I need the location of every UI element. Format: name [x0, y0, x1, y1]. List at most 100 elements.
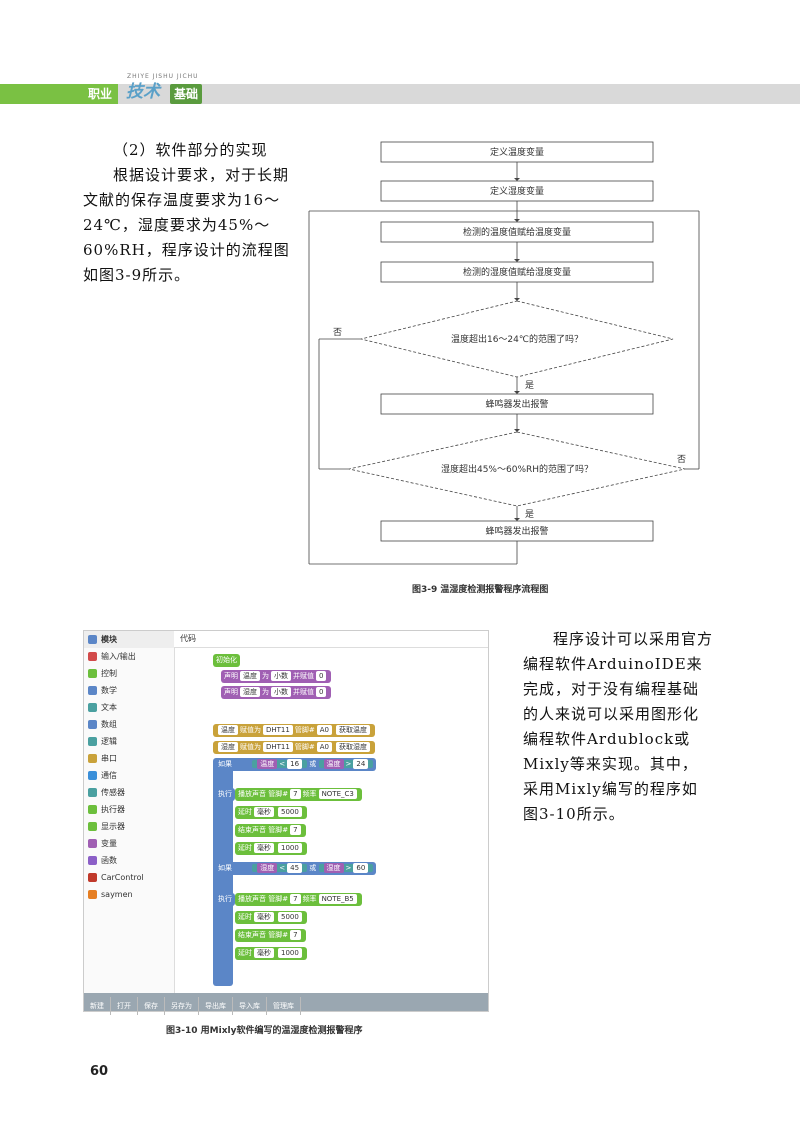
sidebar-item-label: 逻辑 — [101, 737, 117, 746]
sidebar-item-category[interactable]: 串口 — [84, 750, 174, 767]
block-if-2[interactable]: 如果 湿度<45 或 湿度>60 — [215, 862, 377, 875]
flow-step-4: 检测的湿度值赋给湿度变量 — [463, 266, 571, 278]
sidebar-item-label: 函数 — [101, 856, 117, 865]
sidebar-item-label: 数组 — [101, 720, 117, 729]
header-left-text: 职业 — [88, 87, 113, 101]
section-heading: （2）软件部分的实现 — [113, 141, 268, 159]
bottom-button[interactable]: 打开 — [111, 997, 138, 1015]
mixly-sidebar: 模块 输入/输出控制数学文本数组逻辑串口通信传感器执行器显示器变量函数 CarCo… — [84, 631, 175, 1011]
flow-step-3: 检测的温度值赋给温度变量 — [463, 226, 571, 238]
sidebar-item-category[interactable]: 逻辑 — [84, 733, 174, 750]
sidebar-item-category[interactable]: 显示器 — [84, 818, 174, 835]
sidebar-item-category[interactable]: 执行器 — [84, 801, 174, 818]
category-icon — [88, 720, 97, 729]
exec-label-2: 执行 — [215, 893, 235, 906]
sidebar-item-label: 数学 — [101, 686, 117, 695]
sidebar-item-label: 执行器 — [101, 805, 125, 814]
header-subtitle: ZHIYE JISHU JICHU — [127, 73, 199, 80]
sidebar-item-label: 通信 — [101, 771, 117, 780]
figure-3-9-caption: 图3-9 温湿度检测报警程序流程图 — [412, 585, 549, 595]
category-icon — [88, 839, 97, 848]
mixly-code-tab[interactable]: 代码 — [180, 634, 196, 643]
sidebar-item-category[interactable]: 数学 — [84, 682, 174, 699]
flow-alarm-2: 蜂鸣器发出报警 — [485, 525, 548, 537]
section-body: 根据设计要求，对于长期文献的保存温度要求为16～24℃，湿度要求为45%～60%… — [83, 166, 290, 284]
category-icon — [88, 771, 97, 780]
header-green-tab — [0, 84, 118, 104]
sidebar-item-category[interactable]: 输入/输出 — [84, 648, 174, 665]
header-right-text: 基础 — [170, 84, 203, 104]
page-number: 60 — [90, 1064, 109, 1079]
flow-alarm-1: 蜂鸣器发出报警 — [485, 398, 548, 410]
category-icon — [88, 669, 97, 678]
flow-decision-1-text: 温度超出16～24℃的范围了吗？ — [451, 333, 583, 345]
category-icon — [88, 788, 97, 797]
block-init[interactable]: 初始化 — [213, 654, 240, 667]
sidebar-item-label: 传感器 — [101, 788, 125, 797]
sidebar-item-label: 输入/输出 — [101, 652, 136, 661]
sidebar-item-category[interactable]: 函数 — [84, 852, 174, 869]
category-icon — [88, 703, 97, 712]
bottom-button[interactable]: 新建 — [84, 997, 111, 1015]
flow-step-1: 定义温度变量 — [490, 146, 544, 158]
figure-3-10-caption: 图3-10 用Mixly软件编写的温湿度检测报警程序 — [166, 1026, 363, 1036]
sidebar-item-label: CarControl — [101, 873, 144, 882]
bottom-button[interactable]: 导入库 — [233, 997, 267, 1015]
block-if-2-frame[interactable] — [213, 862, 233, 986]
mixly-tabbar — [174, 631, 488, 648]
sidebar-item-category[interactable]: 文本 — [84, 699, 174, 716]
right-body: 程序设计可以采用官方编程软件ArduinoIDE来完成，对于没有编程基础的人来说… — [523, 630, 714, 823]
blocks-icon — [88, 635, 97, 644]
block-if-1[interactable]: 如果 温度<16 或 温度>24 — [215, 758, 377, 771]
bottom-button[interactable]: 管理库 — [267, 997, 301, 1015]
category-icon — [88, 822, 97, 831]
block-notone-2[interactable]: 结束声音 管脚#7 — [235, 929, 306, 942]
category-icon — [88, 805, 97, 814]
category-icon — [88, 737, 97, 746]
header-band — [0, 84, 800, 104]
block-notone-1[interactable]: 结束声音 管脚#7 — [235, 824, 306, 837]
sidebar-item-category[interactable]: 数组 — [84, 716, 174, 733]
sidebar-item-label: 变量 — [101, 839, 117, 848]
sidebar-item-category[interactable]: 通信 — [84, 767, 174, 784]
mixly-screenshot: 模块 输入/输出控制数学文本数组逻辑串口通信传感器执行器显示器变量函数 CarCo… — [83, 630, 489, 1015]
category-icon — [88, 890, 97, 899]
sidebar-item-label: 显示器 — [101, 822, 125, 831]
sidebar-item-category[interactable]: CarControl — [84, 869, 174, 886]
sidebar-item-label: 控制 — [101, 669, 117, 678]
flow-yes-1: 是 — [525, 380, 534, 391]
category-icon — [88, 652, 97, 661]
exec-label-1: 执行 — [215, 788, 235, 801]
category-icon — [88, 873, 97, 882]
bottom-button[interactable]: 另存为 — [165, 997, 199, 1015]
bottom-button[interactable]: 导出库 — [199, 997, 233, 1015]
sidebar-item-category[interactable]: 变量 — [84, 835, 174, 852]
flow-yes-2: 是 — [525, 509, 534, 520]
bottom-button[interactable]: 保存 — [138, 997, 165, 1015]
sidebar-item-category[interactable]: 控制 — [84, 665, 174, 682]
category-icon — [88, 754, 97, 763]
category-icon — [88, 686, 97, 695]
sidebar-item-category[interactable]: 传感器 — [84, 784, 174, 801]
mixly-sidebar-title: 模块 — [84, 631, 174, 648]
sidebar-item-label: saymen — [101, 890, 133, 899]
sidebar-item-category[interactable]: saymen — [84, 886, 174, 903]
flow-decision-2-text: 湿度超出45%～60%RH的范围了吗？ — [441, 463, 593, 475]
flow-no-1: 否 — [333, 327, 342, 338]
right-paragraph: 程序设计可以采用官方编程软件ArduinoIDE来完成，对于没有编程基础的人来说… — [523, 627, 713, 827]
flowchart: 定义温度变量 定义湿度变量 检测的温度值赋给温度变量 检测的湿度值赋给湿度变量 … — [305, 136, 715, 566]
mixly-bottom-bar: 新建打开保存另存为导出库导入库管理库 — [84, 993, 488, 1015]
flow-no-2: 否 — [677, 454, 686, 465]
sidebar-item-label: 串口 — [101, 754, 117, 763]
